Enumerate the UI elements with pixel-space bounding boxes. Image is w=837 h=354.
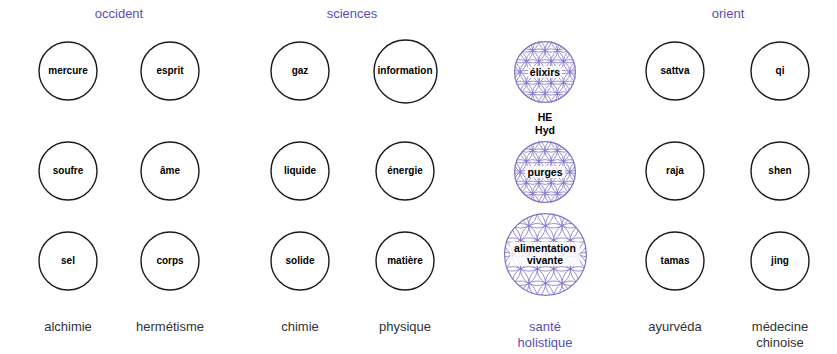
circle-text: jing bbox=[771, 255, 789, 267]
circle-text: sel bbox=[61, 255, 75, 267]
circle-text: mercure bbox=[48, 65, 87, 77]
concept-circle: liquide bbox=[270, 141, 330, 201]
circle-text: purges bbox=[525, 166, 564, 178]
circle-text: raja bbox=[666, 165, 684, 177]
circle-text: sattva bbox=[661, 65, 690, 77]
group-heading: occident bbox=[59, 6, 179, 22]
concept-circle: shen bbox=[750, 141, 810, 201]
flower-circle: élixirs bbox=[514, 41, 576, 103]
remedy-label: Hyd bbox=[525, 124, 565, 137]
circle-text: élixirs bbox=[528, 66, 562, 78]
concept-circle: solide bbox=[270, 231, 330, 291]
concept-circle: information bbox=[373, 39, 438, 104]
column-label: santé holistique bbox=[510, 319, 580, 352]
concept-circle: soufre bbox=[38, 141, 98, 201]
circle-text: énergie bbox=[387, 165, 423, 177]
circle-text: information bbox=[378, 65, 433, 77]
flower-circle: purges bbox=[514, 141, 576, 203]
concept-circle: jing bbox=[750, 231, 810, 291]
concept-circle: corps bbox=[140, 231, 200, 291]
concept-circle: mercure bbox=[38, 41, 98, 101]
concept-circle: sel bbox=[38, 231, 98, 291]
column-label: chimie bbox=[250, 319, 350, 335]
circle-text: liquide bbox=[284, 165, 316, 177]
group-heading: sciences bbox=[292, 6, 412, 22]
concept-circle: raja bbox=[645, 141, 705, 201]
circle-text: gaz bbox=[292, 65, 309, 77]
circle-text: shen bbox=[768, 165, 791, 177]
column-label: ayurvéda bbox=[625, 319, 725, 335]
column-label: hermétisme bbox=[120, 319, 220, 335]
circle-text: solide bbox=[286, 255, 315, 267]
concept-circle: tamas bbox=[645, 231, 705, 291]
concept-circle: esprit bbox=[140, 41, 200, 101]
concept-circle: gaz bbox=[270, 41, 330, 101]
circle-text: esprit bbox=[156, 65, 183, 77]
column-label: alchimie bbox=[18, 319, 118, 335]
remedy-label: HE bbox=[525, 111, 565, 124]
column-label: médecine chinoise bbox=[745, 319, 815, 352]
circle-text: corps bbox=[156, 255, 183, 267]
concept-circle: matière bbox=[375, 231, 435, 291]
circle-text: qi bbox=[776, 65, 785, 77]
concept-circle: âme bbox=[140, 141, 200, 201]
circle-text: âme bbox=[160, 165, 180, 177]
circle-text: matière bbox=[387, 255, 423, 267]
concept-circle: sattva bbox=[645, 41, 705, 101]
circle-text: alimentation vivante bbox=[510, 242, 580, 266]
concept-circle: énergie bbox=[375, 141, 435, 201]
circle-text: soufre bbox=[53, 165, 84, 177]
circle-text: tamas bbox=[661, 255, 690, 267]
flower-circle: alimentation vivante bbox=[504, 213, 587, 296]
concept-circle: qi bbox=[750, 41, 810, 101]
column-label: physique bbox=[355, 319, 455, 335]
group-heading: orient bbox=[668, 6, 788, 22]
